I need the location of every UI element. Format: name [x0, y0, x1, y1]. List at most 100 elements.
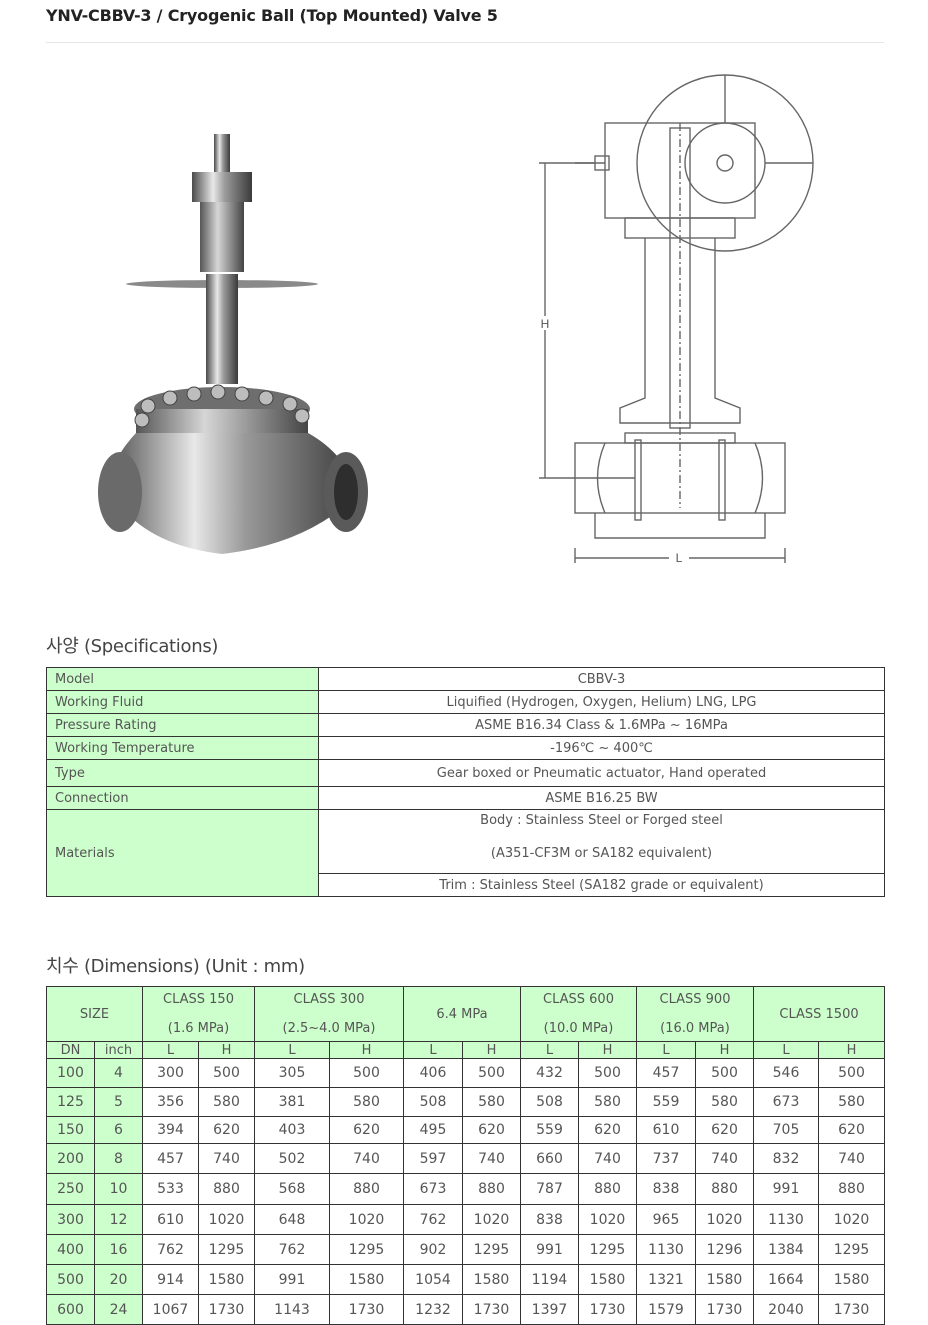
spec-value: -196℃ ~ 400℃	[318, 736, 885, 760]
table-cell: 620	[462, 1116, 521, 1144]
table-cell: 620	[329, 1116, 404, 1144]
dn-cell: 250	[46, 1173, 95, 1205]
table-cell: 1580	[462, 1264, 521, 1295]
dn-cell: 600	[46, 1294, 95, 1325]
table-cell: 559	[520, 1116, 579, 1144]
table-cell: 1020	[462, 1204, 521, 1235]
table-cell: 1579	[636, 1294, 696, 1325]
class-name: CLASS 600	[543, 992, 614, 1007]
table-cell: 740	[578, 1143, 637, 1174]
column-header: L	[753, 1041, 819, 1059]
table-cell: 500	[695, 1058, 754, 1088]
table-cell: 1730	[198, 1294, 255, 1325]
table-cell: 597	[403, 1143, 463, 1174]
table-cell: 403	[254, 1116, 330, 1144]
table-cell: 1130	[753, 1204, 819, 1235]
class-name: CLASS 150	[163, 992, 234, 1007]
table-cell: 991	[753, 1173, 819, 1205]
table-cell: 1232	[403, 1294, 463, 1325]
drawing-h-label: H	[541, 317, 550, 331]
table-cell: 1143	[254, 1294, 330, 1325]
materials-trim: Trim : Stainless Steel (SA182 grade or e…	[318, 873, 885, 897]
inch-cell: 10	[94, 1173, 143, 1205]
spec-value: Gear boxed or Pneumatic actuator, Hand o…	[318, 759, 885, 787]
class-pressure: (2.5~4.0 MPa)	[282, 1021, 376, 1036]
dn-cell: 200	[46, 1143, 95, 1174]
table-cell: 500	[198, 1058, 255, 1088]
column-header: L	[636, 1041, 696, 1059]
table-cell: 610	[142, 1204, 199, 1235]
spec-row: Trim : Stainless Steel (SA182 grade or e…	[47, 873, 885, 897]
spec-label: Working Temperature	[46, 736, 319, 760]
spec-label: Working Fluid	[46, 690, 319, 714]
table-cell: 502	[254, 1143, 330, 1174]
column-header: H	[462, 1041, 521, 1059]
inch-cell: 6	[94, 1116, 143, 1144]
spec-value: ASME B16.34 Class & 1.6MPa ~ 16MPa	[318, 713, 885, 737]
table-cell: 500	[578, 1058, 637, 1088]
table-cell: 1020	[817, 1204, 886, 1235]
class-name: CLASS 900	[659, 992, 731, 1007]
valve-photo	[98, 134, 368, 554]
class-header: CLASS 300(2.5~4.0 MPa)	[254, 986, 404, 1042]
inch-cell: 5	[94, 1087, 143, 1117]
inch-cell: 16	[94, 1234, 143, 1265]
table-cell: 1295	[578, 1234, 637, 1265]
table-cell: 508	[403, 1087, 463, 1117]
table-cell: 1580	[329, 1264, 404, 1295]
column-header: H	[329, 1041, 404, 1059]
table-cell: 902	[403, 1234, 463, 1265]
table-cell: 500	[462, 1058, 521, 1088]
dn-cell: 125	[46, 1087, 95, 1117]
column-header: H	[198, 1041, 255, 1059]
table-cell: 838	[636, 1173, 696, 1205]
table-cell: 457	[636, 1058, 696, 1088]
title-divider	[46, 42, 884, 43]
dimensions-table: SIZE CLASS 150(1.6 MPa) CLASS 300(2.5~4.…	[46, 986, 886, 1325]
table-cell: 305	[254, 1058, 330, 1088]
table-cell: 568	[254, 1173, 330, 1205]
table-cell: 838	[520, 1204, 579, 1235]
table-cell: 1730	[578, 1294, 637, 1325]
table-cell: 580	[198, 1087, 255, 1117]
inch-cell: 20	[94, 1264, 143, 1295]
spec-row: Materials Body : Stainless Steel or Forg…	[46, 809, 885, 897]
table-cell: 787	[520, 1173, 579, 1205]
materials-standard-line: (A351-CF3M or SA182 equivalent)	[490, 846, 713, 861]
table-cell: 580	[695, 1087, 754, 1117]
spec-label: Type	[46, 759, 319, 787]
table-cell: 406	[403, 1058, 463, 1088]
table-cell: 1194	[520, 1264, 579, 1295]
table-cell: 2040	[753, 1294, 819, 1325]
table-cell: 1730	[462, 1294, 521, 1325]
table-cell: 1020	[329, 1204, 404, 1235]
column-header: L	[403, 1041, 463, 1059]
column-header: H	[817, 1041, 886, 1059]
table-cell: 1580	[695, 1264, 754, 1295]
column-header: inch	[94, 1041, 143, 1059]
class-header: CLASS 900 (16.0 MPa)	[636, 986, 754, 1042]
column-header: L	[254, 1041, 330, 1059]
spec-value: ASME B16.25 BW	[318, 786, 885, 810]
table-cell: 546	[753, 1058, 819, 1088]
table-cell: 1020	[695, 1204, 754, 1235]
table-cell: 300	[142, 1058, 199, 1088]
table-cell: 1130	[636, 1234, 696, 1265]
table-cell: 457	[142, 1143, 199, 1174]
table-cell: 610	[636, 1116, 696, 1144]
spec-value: Liquified (Hydrogen, Oxygen, Helium) LNG…	[318, 690, 885, 714]
dn-cell: 400	[46, 1234, 95, 1265]
class-pressure: (16.0 MPa)	[660, 1021, 730, 1036]
inch-cell: 8	[94, 1143, 143, 1174]
table-cell: 1295	[198, 1234, 255, 1265]
materials-body-cell: Body : Stainless Steel or Forged steel (…	[318, 809, 885, 874]
table-cell: 1730	[817, 1294, 886, 1325]
